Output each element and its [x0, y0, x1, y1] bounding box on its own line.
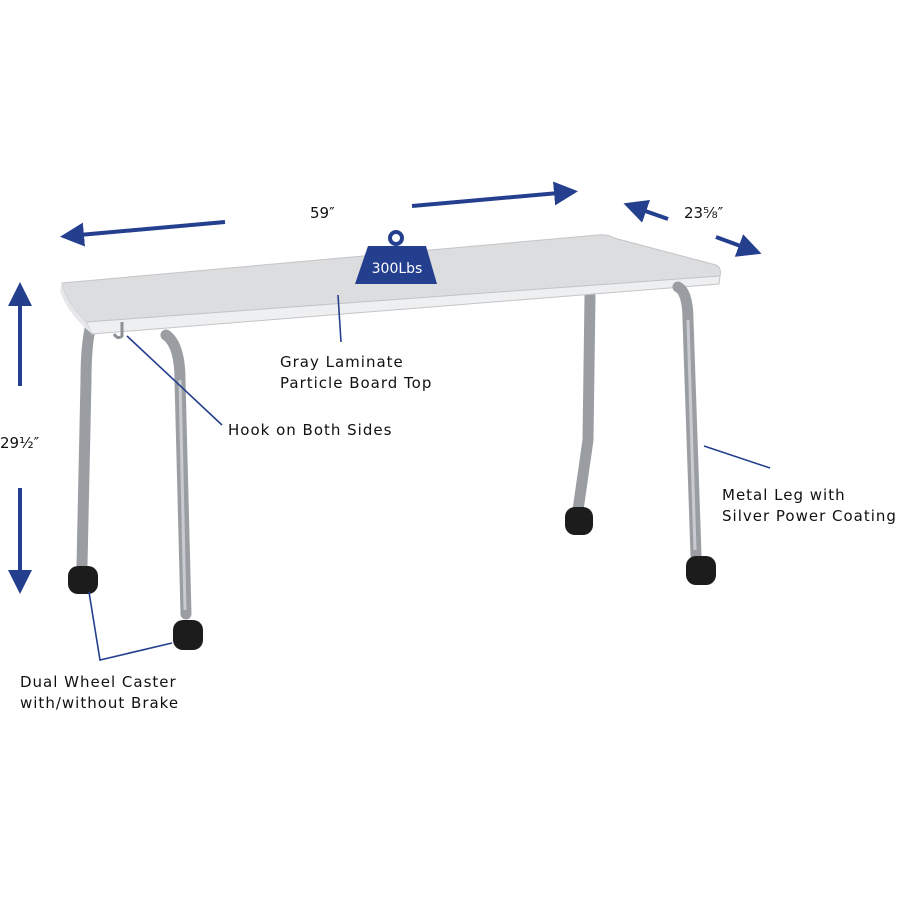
front-legs: [160, 281, 702, 620]
callout-hook: Hook on Both Sides: [126, 335, 392, 439]
svg-text:Dual Wheel Caster: Dual Wheel Caster: [20, 673, 177, 691]
weight-label: 300Lbs: [372, 261, 423, 277]
callout-leg: Metal Leg with Silver Power Coating: [703, 445, 897, 525]
svg-text:with/without Brake: with/without Brake: [20, 694, 179, 712]
svg-text:Gray Laminate: Gray Laminate: [280, 353, 404, 371]
casters: [68, 507, 716, 650]
arrow-up-left-icon: [623, 199, 669, 223]
arrow-left-icon: [60, 220, 226, 247]
svg-text:Silver Power Coating: Silver Power Coating: [722, 507, 897, 525]
caster-icon: [173, 620, 203, 650]
svg-text:Hook on Both Sides: Hook on Both Sides: [228, 421, 392, 439]
depth-dimension: 23⁵⁄₈″: [623, 199, 762, 257]
height-label: 29¹⁄₂″: [0, 434, 40, 452]
hook-icon: [112, 322, 124, 340]
leg-right-front: [672, 281, 702, 561]
leg-left-back: [76, 304, 102, 571]
arrow-down-right-icon: [715, 234, 762, 257]
depth-label: 23⁵⁄₈″: [684, 204, 724, 222]
callout-caster: Dual Wheel Caster with/without Brake: [20, 591, 179, 712]
callout-top: Gray Laminate Particle Board Top: [280, 294, 432, 392]
width-label: 59″: [310, 204, 335, 222]
leg-left-front: [160, 329, 192, 620]
width-dimension: 59″: [60, 181, 578, 247]
svg-text:Particle Board Top: Particle Board Top: [280, 374, 432, 392]
weight-capacity-badge: 300Lbs: [355, 230, 437, 284]
arrow-right-icon: [411, 181, 578, 208]
caster-icon: [565, 507, 593, 535]
caster-icon: [686, 556, 716, 585]
height-dimension: 29¹⁄₂″: [0, 282, 40, 594]
leg-right-back: [572, 290, 596, 516]
svg-text:Metal Leg with: Metal Leg with: [722, 486, 846, 504]
caster-icon: [68, 566, 98, 594]
